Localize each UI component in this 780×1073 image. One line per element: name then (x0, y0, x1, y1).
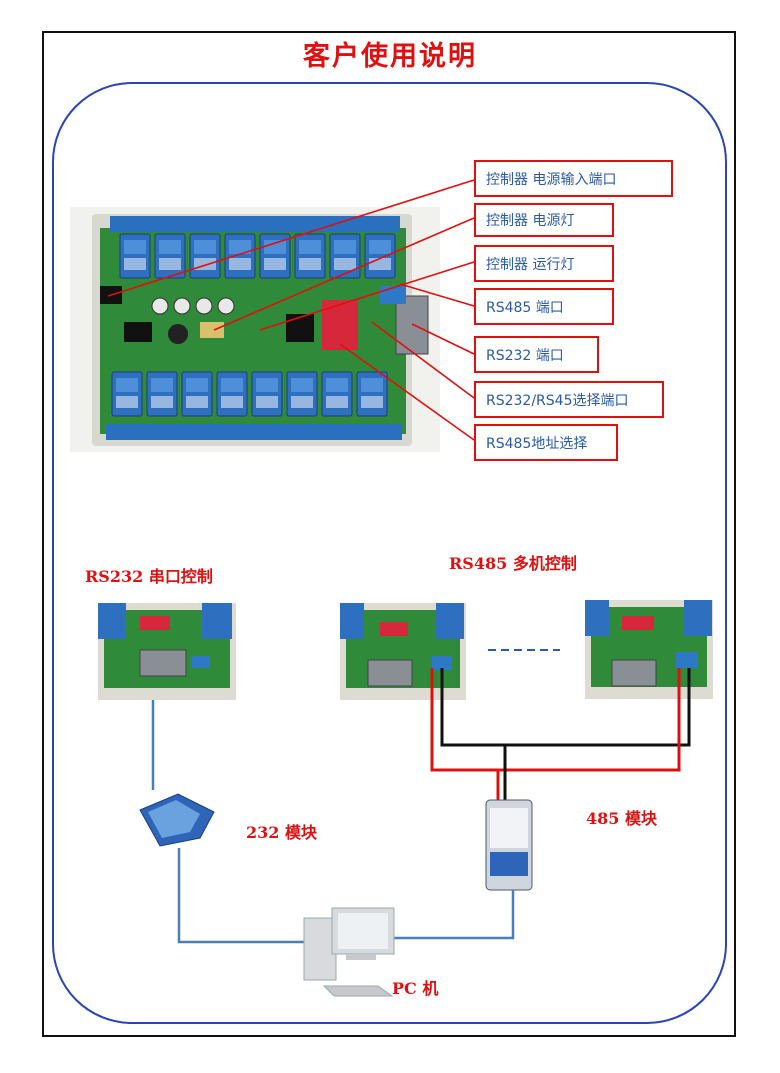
pc-icon (303, 907, 395, 997)
rs232-board-image (98, 603, 236, 700)
rs485-board-image-left (340, 603, 466, 700)
callout-power-input-port: 控制器 电源输入端口 (474, 160, 673, 197)
rs485-pc-wire (392, 890, 515, 940)
callout-rs232-port: RS232 端口 (474, 336, 599, 373)
callout-rs232-rs45-select-port: RS232/RS45选择端口 (474, 381, 664, 418)
rs485-wire-black (440, 668, 691, 747)
rs485-board-image-right (585, 600, 713, 699)
rounded-panel (52, 82, 727, 1024)
module-232-label: 232 模块 (246, 823, 317, 842)
bottom-terminal-strip (106, 424, 402, 440)
usb485-module-image (485, 799, 533, 891)
callout-lines (107, 179, 475, 441)
outer-frame (42, 31, 736, 1037)
middle-components (100, 286, 429, 355)
callout-rs485-port: RS485 端口 (474, 288, 614, 325)
usb232-cable-image (139, 793, 215, 847)
callout-power-led: 控制器 电源灯 (474, 203, 614, 237)
callout-run-led: 控制器 运行灯 (474, 245, 614, 282)
rs485-section-title: RS485 多机控制 (449, 554, 577, 573)
module-485-label: 485 模块 (586, 809, 657, 828)
rs232-wire (151, 700, 306, 944)
rs485-wire-red (430, 668, 681, 800)
top-terminal-strip (110, 216, 400, 232)
rs232-section-title: RS232 串口控制 (85, 567, 213, 586)
controller-board-image (70, 207, 440, 452)
page-title: 客户使用说明 (303, 41, 477, 72)
pc-label: PC 机 (392, 979, 439, 998)
callout-rs485-address-select: RS485地址选择 (474, 424, 618, 461)
